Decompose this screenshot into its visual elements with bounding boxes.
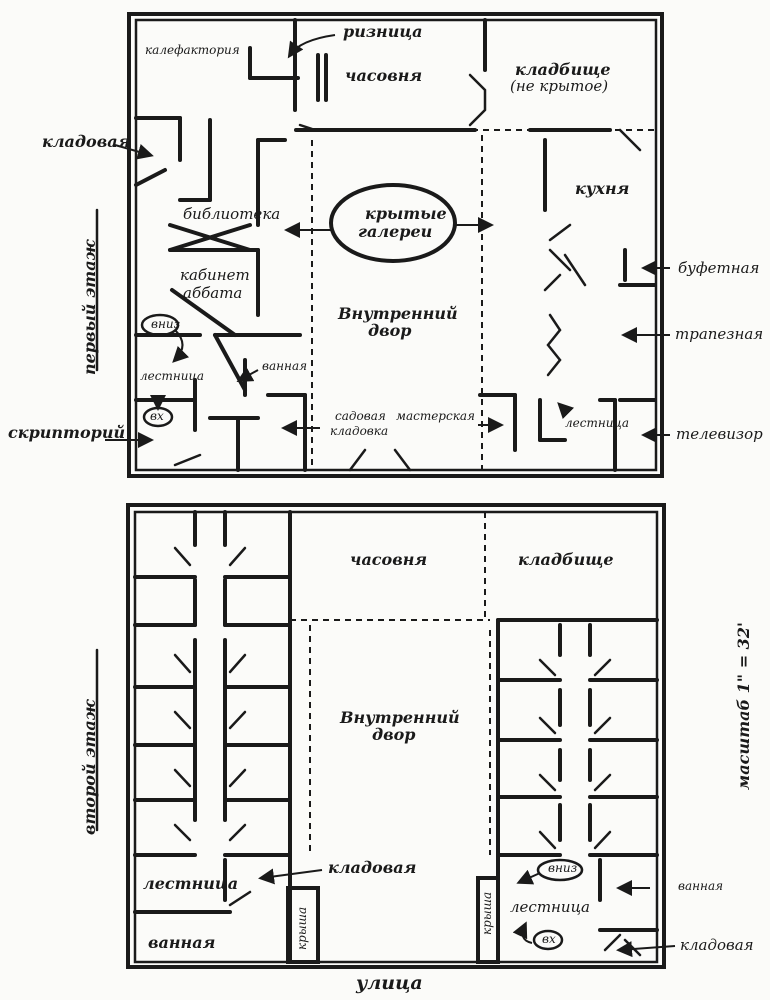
scale-label: масштаб 1" = 32' (734, 622, 753, 790)
garden-label-1: садовая (335, 409, 386, 423)
library-label: библиотека (183, 205, 281, 223)
workshop-label: мастерская (396, 409, 475, 423)
chapel-label: часовня (345, 66, 423, 85)
floor1-arrows (105, 34, 670, 448)
f2-down-label: вниз (548, 861, 578, 875)
f2-cemetery-label: кладбище (518, 550, 614, 569)
floor2-interior-walls (286, 510, 659, 964)
storeroom-label: кладовая (42, 132, 131, 151)
f2-courtyard-label-1: Внутренний (340, 708, 460, 727)
f2-roof-right-label: крыша (480, 891, 494, 935)
bath-label: ванная (262, 359, 308, 373)
floor1-outer-walls (127, 12, 664, 478)
f2-up-label: вх (542, 932, 556, 946)
f2-chapel-label: часовня (350, 550, 428, 569)
tv-label: телевизор (676, 425, 763, 443)
abbot-label-2: аббата (183, 284, 243, 302)
vestry-label: ризница (343, 22, 423, 41)
abbot-label-1: кабинет (180, 266, 250, 284)
galleries-label-1: крытые (365, 204, 447, 223)
street-label: улица (356, 972, 423, 994)
up-label: вх (150, 409, 164, 423)
galleries-label-2: галереи (358, 222, 433, 241)
floor2-corridor-left (133, 510, 292, 914)
garden-label-2: кладовка (330, 424, 389, 438)
cemetery-note: (не крытое) (510, 77, 609, 95)
floor1-side-label: первый этаж (80, 239, 99, 376)
courtyard-label-2: двор (368, 321, 412, 340)
floor2-side-label: второй этаж (80, 699, 99, 835)
calefactory-label: калефактория (145, 43, 240, 57)
f2-stairs-right-label: лестница (510, 898, 591, 916)
altar-symbol (316, 53, 328, 102)
f2-storeroom-label: кладовая (328, 858, 417, 877)
courtyard-label-1: Внутренний (338, 304, 458, 323)
galleries-ellipse (329, 183, 457, 263)
floor2-outer-walls (126, 503, 666, 969)
f2-courtyard-label-2: двор (372, 725, 416, 744)
f2-stairs-left-label: лестница (143, 874, 239, 893)
floor1-doors (173, 73, 642, 472)
stairs-label: лестница (140, 369, 205, 383)
kitchen-label: кухня (575, 179, 630, 198)
f2-bath-right-label: ванная (678, 879, 724, 893)
floor2-arrows (258, 858, 676, 958)
down-label: вниз (151, 317, 181, 331)
buffet-label: буфетная (678, 259, 760, 277)
cemetery-label: кладбище (515, 60, 611, 79)
floor2-corridor-right (496, 623, 659, 957)
stairs2-label: лестница (565, 416, 630, 430)
scriptorium-label: скрипторий (8, 423, 126, 442)
f2-roof-left-label: крыша (295, 906, 309, 950)
refectory-label: трапезная (675, 325, 764, 343)
f2-storeroom-right-label: кладовая (680, 936, 754, 954)
f2-bath-left-label: ванная (148, 933, 216, 952)
